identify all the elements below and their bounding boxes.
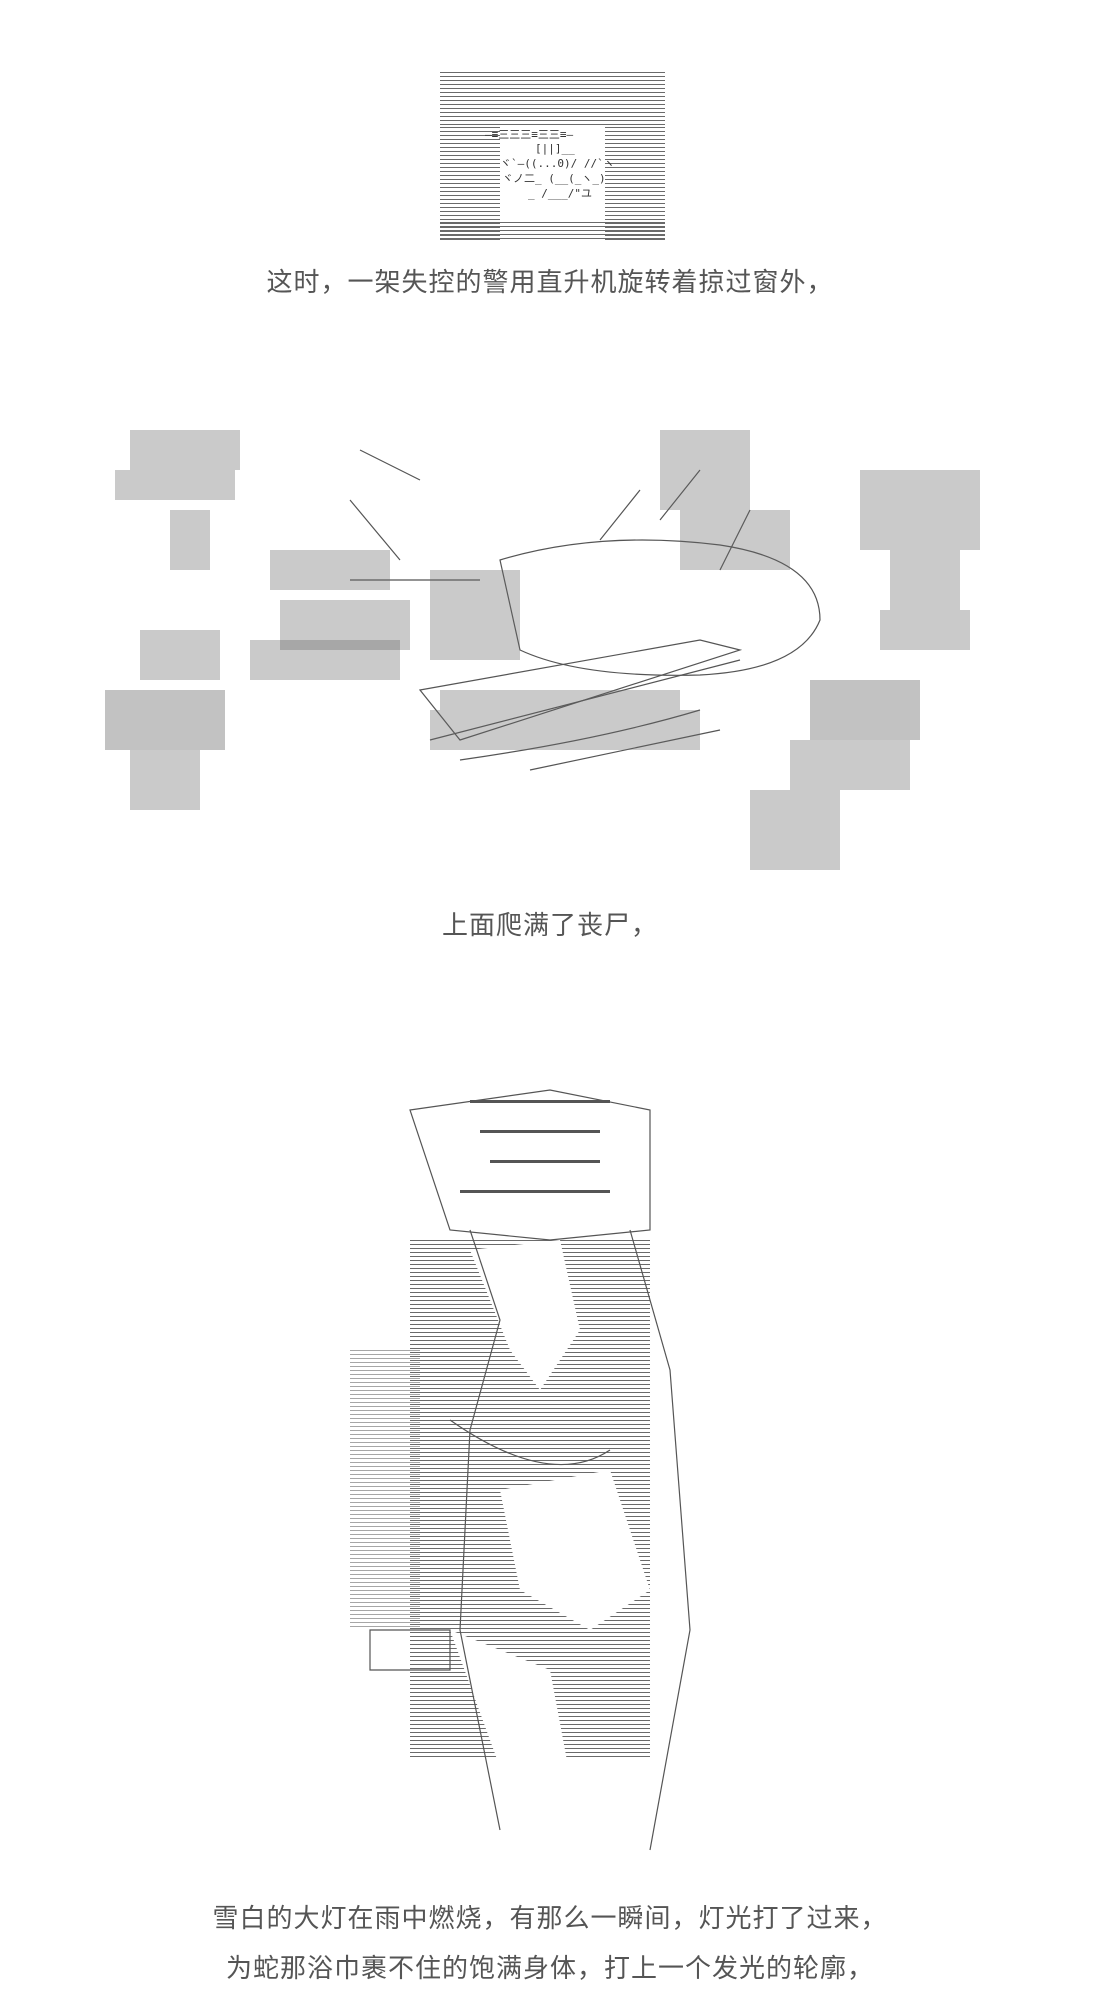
svg-text:[||]__: [||]__ [535,142,575,155]
svg-text:ヾノ二_ (__(_ヽ_): ヾノ二_ (__(_ヽ_) [502,172,606,185]
caption-zombies: 上面爬满了丧尸， [441,911,658,941]
caption-light-line2: 为蛇那浴巾裹不住的饱满身体，打上一个发光的轮廓， [225,1954,874,1984]
zombie-helicopter-ascii-art [100,410,1000,880]
svg-text:_ /___/"ユ: _ /___/"ユ [528,187,592,200]
helicopter-ascii-art: —≡三三三≡三三≡— [||]__ ヾ`—((...0)/ //`ヽ ヾノ二_ … [440,72,665,242]
svg-text:—≡三三三≡三三≡—: —≡三三三≡三三≡— [485,128,573,141]
svg-text:ヾ`—((...0)/ //`ヽ: ヾ`—((...0)/ //`ヽ [500,157,615,170]
caption-helicopter: 这时，一架失控的警用直升机旋转着掠过窗外， [266,268,834,298]
woman-in-towel-ascii-art [350,1070,770,1870]
caption-light-line1: 雪白的大灯在雨中燃烧，有那么一瞬间，灯光打了过来， [212,1904,888,1934]
